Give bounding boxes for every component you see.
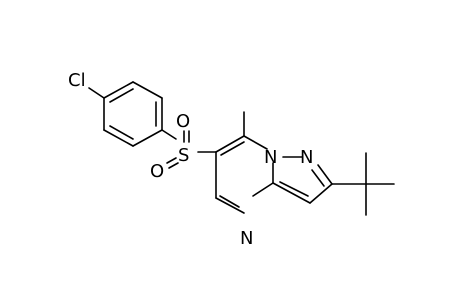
tert-butyl-group: [331, 152, 395, 216]
sulfur-label: S: [178, 145, 189, 166]
bond: [132, 81, 163, 99]
s-o-double-bond: [166, 157, 177, 164]
bond: [272, 182, 311, 204]
double-bond-inner: [311, 169, 325, 187]
bond: [215, 135, 245, 153]
pyrimidine-nitrogen-label: N: [240, 228, 253, 249]
double-bond-inner: [219, 195, 240, 208]
bridge-nitrogen-label: N: [264, 147, 277, 168]
bond: [309, 183, 333, 204]
bond: [132, 129, 163, 147]
bond: [243, 135, 268, 150]
chlorine-label: Cl: [68, 70, 86, 91]
s-o-double-bond: [168, 162, 179, 169]
bond: [103, 129, 134, 147]
bond: [103, 81, 134, 99]
pyrazole-nitrogen-label: N: [300, 147, 313, 168]
pyrimidine-ring: [215, 135, 274, 214]
bond: [215, 197, 245, 214]
double-bond-inner: [220, 141, 245, 156]
oxygen-top-label: O: [176, 111, 190, 132]
double-bond-inner: [109, 125, 134, 140]
bond: [317, 164, 333, 185]
chlorophenyl-ring: [103, 81, 163, 147]
double-bond-inner: [109, 88, 134, 103]
double-bond-inner: [279, 181, 309, 197]
pyrazole-ring: [272, 156, 333, 204]
c-cl-bond: [88, 87, 105, 99]
oxygen-bottom-label: O: [150, 161, 164, 182]
c-s-bond: [161, 129, 177, 140]
bond: [252, 182, 274, 197]
